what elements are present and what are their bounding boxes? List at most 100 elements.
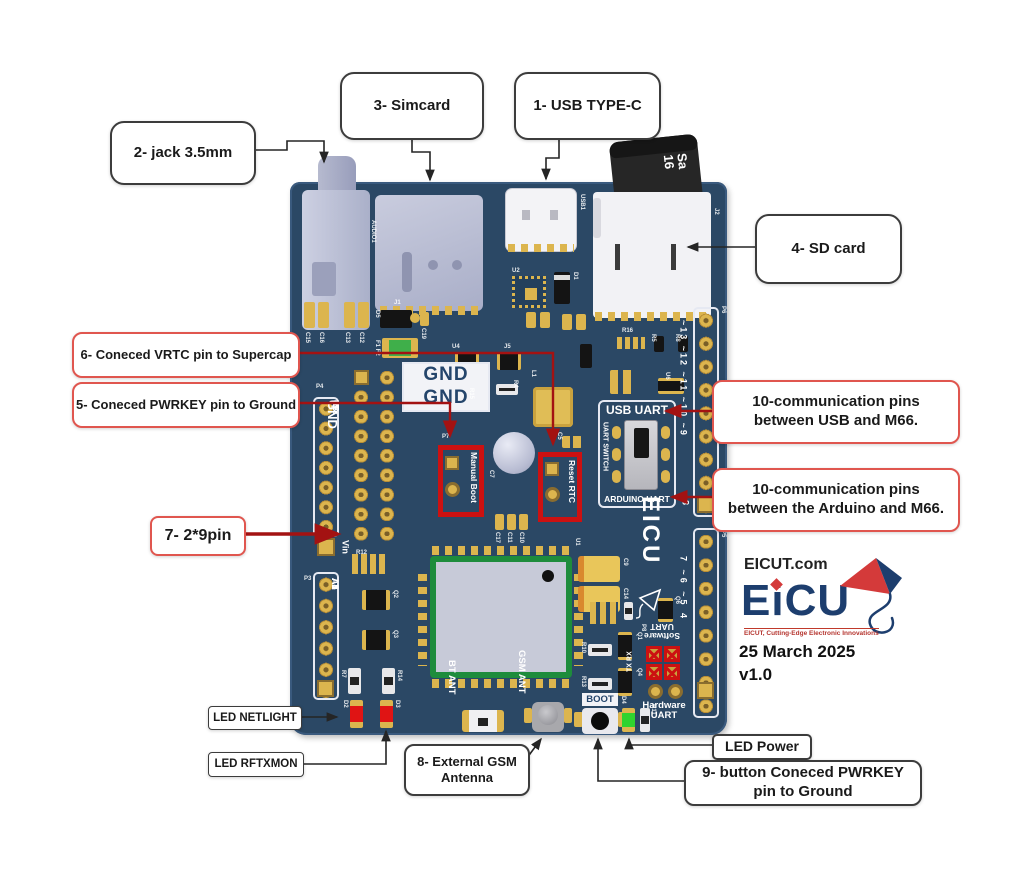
ref-j5: J5 bbox=[504, 344, 511, 350]
sim-pins bbox=[380, 306, 478, 315]
ref-c13: C13 bbox=[344, 332, 350, 344]
ref-r16: R16 bbox=[622, 328, 634, 334]
digital-pins-lower-label: 7 ~6 ~5 4 bbox=[678, 556, 689, 622]
fuse-f1 bbox=[382, 338, 418, 358]
callout-vrtc-supercap: 6- Coneced VRTC pin to Supercap bbox=[72, 332, 300, 378]
ref-usb1: USB1 bbox=[579, 194, 585, 211]
arduino-uart-label: ARDUINO UART bbox=[604, 494, 670, 505]
ref-q1: Q1 bbox=[636, 632, 642, 641]
boot-pad-left bbox=[574, 712, 583, 727]
power-header-vin-pad bbox=[317, 538, 335, 556]
usb-uart-label: USB UART bbox=[606, 403, 668, 417]
sd-card-slot bbox=[593, 192, 711, 318]
pin-label-gnd: GND bbox=[325, 400, 340, 429]
ref-c11: C11 bbox=[506, 532, 512, 543]
diode-d1 bbox=[554, 272, 570, 304]
manual-boot-label: Manual Boot bbox=[469, 452, 479, 503]
ref-p3: P3 bbox=[304, 576, 312, 582]
ref-r11: R11 bbox=[650, 704, 656, 715]
ref-j2: J2 bbox=[713, 208, 719, 215]
ref-r12: R12 bbox=[356, 550, 368, 556]
logo-tagline: EICUT, Cutting-Edge Electronic Innovatio… bbox=[744, 628, 879, 637]
ref-c16: C16 bbox=[318, 332, 324, 344]
cap-c19 bbox=[420, 312, 429, 326]
cap-c20 bbox=[562, 314, 572, 330]
header-2x9-col1 bbox=[350, 368, 372, 544]
gsm-antenna-connector bbox=[532, 702, 564, 732]
gsm-module-m66 bbox=[430, 556, 572, 678]
pcb-board: Sa 16 bbox=[290, 133, 727, 735]
cap-c11 bbox=[507, 514, 516, 530]
bt-antenna bbox=[462, 710, 504, 732]
callout-led-netlight: LED NETLIGHT bbox=[208, 706, 302, 730]
cap-c12 bbox=[358, 302, 369, 328]
reset-rtc-box: Reset RTC bbox=[538, 452, 582, 522]
res-r13 bbox=[588, 678, 612, 690]
res-r2r3 bbox=[580, 344, 592, 368]
uart-switch-label: UART SWITCH bbox=[601, 422, 609, 471]
ref-d3: D3 bbox=[394, 700, 400, 708]
ref-f1-f2: F1 F2 bbox=[374, 340, 380, 356]
software-uart-label: Software UART bbox=[644, 621, 680, 641]
slide-switch-knob bbox=[634, 428, 649, 458]
pin-label-a4: A4 bbox=[330, 578, 340, 590]
usb-c-pins bbox=[508, 244, 574, 252]
module-pins-top bbox=[432, 546, 570, 555]
transistor-q2 bbox=[362, 590, 390, 610]
module-pins-right bbox=[574, 574, 583, 666]
usb-c-slot2 bbox=[550, 210, 558, 220]
ref-c10: C10 bbox=[518, 532, 524, 544]
eicu-silk-kite bbox=[635, 588, 662, 619]
ref-u2: U2 bbox=[512, 268, 520, 274]
cap-c15 bbox=[304, 302, 315, 328]
ref-c15: C15 bbox=[304, 332, 310, 344]
ref-r13: R13 bbox=[580, 676, 586, 688]
sd-slot-contact1 bbox=[615, 244, 620, 270]
vin-label: Vin bbox=[340, 540, 351, 554]
bt-antenna-chip bbox=[478, 718, 488, 726]
ref-p4: P4 bbox=[316, 384, 324, 390]
analog-header-p3 bbox=[313, 572, 339, 700]
cap-c5 bbox=[562, 436, 582, 448]
gsm-ant-pad-left bbox=[524, 708, 532, 723]
sim-holder-detail bbox=[402, 252, 412, 292]
ref-r5: R5 bbox=[650, 334, 656, 342]
cap-c4 bbox=[526, 312, 536, 328]
ref-p7: P7 bbox=[442, 434, 450, 440]
ref-d4: D4 bbox=[620, 696, 626, 704]
date-text: 25 March 2025 bbox=[739, 642, 856, 661]
callout-comm-usb: 10-communication pins between USB and M6… bbox=[712, 380, 960, 444]
ic-u6 bbox=[658, 378, 684, 394]
cap-c2c1 bbox=[610, 370, 636, 394]
ref-c7: C7 bbox=[488, 470, 494, 478]
hardware-uart-label: Hardware UART bbox=[642, 700, 686, 721]
software-uart-xpads bbox=[646, 646, 686, 682]
uart-switch-block: USB UART UART SWITCH ARDUINO UART bbox=[598, 400, 676, 508]
boot-button-cap bbox=[591, 712, 609, 730]
ref-d2: D2 bbox=[342, 700, 348, 708]
res-r1r9 bbox=[624, 602, 633, 620]
transistor-q1 bbox=[618, 632, 632, 660]
pin-label-a1: A1 bbox=[330, 578, 340, 590]
audio-jack-detail bbox=[312, 262, 336, 296]
res-r7 bbox=[348, 668, 361, 694]
res-r10 bbox=[588, 644, 612, 656]
ref-audio1: AUDIO1 bbox=[370, 220, 376, 243]
digital-pin8-label: 8 bbox=[680, 500, 691, 506]
digital-pins-upper-label: ~13 ~12 ~11 ~10 ~9 bbox=[678, 320, 689, 437]
sd-slot-pins bbox=[595, 312, 707, 321]
ref-u6: U6 bbox=[664, 372, 670, 380]
transistor-q6 bbox=[658, 598, 673, 622]
ref-c12: C12 bbox=[358, 332, 364, 344]
header-2x9-col2 bbox=[376, 368, 398, 544]
module-pins-left bbox=[418, 574, 427, 666]
boot-button bbox=[582, 708, 618, 734]
supercap-c7 bbox=[493, 432, 535, 474]
supercap-c9 bbox=[578, 556, 620, 582]
ref-q4: Q4 bbox=[636, 668, 642, 677]
module-pin1-dot bbox=[542, 570, 554, 582]
ref-u1: U1 bbox=[574, 538, 580, 546]
callout-comm-arduino: 10-communication pins between the Arduin… bbox=[712, 468, 960, 532]
inductor-l1 bbox=[533, 387, 573, 427]
